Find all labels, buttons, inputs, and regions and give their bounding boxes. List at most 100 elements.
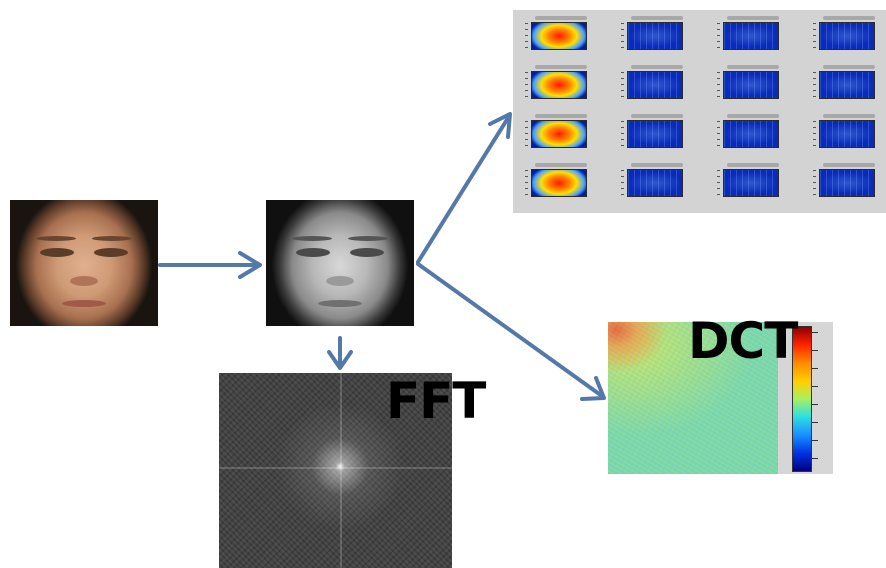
feature-map-cell: [805, 113, 879, 151]
feature-map-title: [823, 16, 875, 20]
feature-map-cell: [613, 64, 687, 102]
feature-map-cell: [709, 113, 783, 151]
feature-map-cell: [613, 162, 687, 200]
arrowhead-gray-to-feature-grid: [488, 112, 512, 139]
fft-noise-texture: [219, 373, 452, 568]
feature-map-cell: [613, 15, 687, 53]
left-eyebrow: [292, 236, 332, 241]
fft-horizontal-axis-line: [219, 466, 452, 469]
feature-map-title: [631, 65, 683, 69]
feature-map-title: [823, 65, 875, 69]
feature-map-cell: [805, 15, 879, 53]
feature-map-cell: [709, 15, 783, 53]
feature-map-axis: [717, 121, 720, 147]
feature-map-axis: [813, 72, 816, 98]
arrowhead-color-to-gray: [238, 251, 262, 279]
feature-map-axis: [717, 72, 720, 98]
colorbar-tick: [812, 350, 818, 351]
feature-map-axis: [813, 23, 816, 49]
arrowhead-gray-to-fft: [327, 350, 353, 370]
dct-label: DCT: [688, 312, 798, 370]
arrowhead-gray-to-dct: [580, 376, 606, 401]
arrow-gray-to-dct: [416, 262, 604, 398]
feature-map-title: [823, 163, 875, 167]
feature-map-title: [631, 114, 683, 118]
feature-map-plot: [531, 22, 587, 50]
dct-colorbar-panel: [778, 322, 833, 474]
feature-map-axis: [525, 121, 528, 147]
feature-map-cell: [613, 113, 687, 151]
right-eyebrow: [348, 236, 388, 241]
feature-map-title: [727, 163, 779, 167]
mouth: [62, 300, 106, 307]
feature-map-title: [727, 16, 779, 20]
grayscale-face-image: [266, 200, 414, 326]
colorbar-tick: [812, 386, 818, 387]
color-face-image: [10, 200, 158, 326]
feature-map-plot: [819, 120, 875, 148]
feature-map-title: [631, 163, 683, 167]
fft-vertical-axis-line: [340, 373, 343, 568]
feature-map-plot: [723, 169, 779, 197]
feature-map-axis: [813, 170, 816, 196]
feature-map-plot: [627, 169, 683, 197]
feature-map-cell: [517, 113, 591, 151]
left-eyebrow: [36, 236, 76, 241]
feature-map-axis: [525, 72, 528, 98]
feature-map-axis: [717, 23, 720, 49]
dct-coefficient-image: [608, 322, 778, 474]
dct-texture: [608, 322, 778, 474]
feature-map-axis: [621, 170, 624, 196]
feature-map-plot: [819, 22, 875, 50]
feature-map-title: [823, 114, 875, 118]
nose: [70, 276, 98, 286]
feature-map-cell: [709, 64, 783, 102]
feature-map-cell: [805, 64, 879, 102]
feature-map-plot: [531, 71, 587, 99]
feature-map-axis: [525, 23, 528, 49]
feature-map-title: [727, 114, 779, 118]
feature-map-axis: [813, 121, 816, 147]
feature-map-plot: [819, 71, 875, 99]
arrow-gray-to-feature-grid: [416, 116, 510, 264]
feature-map-axis: [621, 121, 624, 147]
feature-map-cell: [517, 162, 591, 200]
feature-map-cell: [517, 64, 591, 102]
feature-map-title: [631, 16, 683, 20]
right-eye: [94, 248, 128, 257]
right-eye: [350, 248, 384, 257]
feature-map-cell: [517, 15, 591, 53]
feature-map-title: [535, 114, 587, 118]
feature-map-plot: [819, 169, 875, 197]
left-eye: [296, 248, 330, 257]
feature-map-plot: [531, 120, 587, 148]
feature-map-axis: [621, 72, 624, 98]
colorbar-tick: [812, 422, 818, 423]
nose: [326, 276, 354, 286]
feature-map-cell: [805, 162, 879, 200]
fft-spectrum-image: [219, 373, 452, 568]
feature-map-axis: [525, 170, 528, 196]
colorbar-tick: [812, 440, 818, 441]
feature-map-title: [727, 65, 779, 69]
feature-map-plot: [531, 169, 587, 197]
colorbar-tick: [812, 368, 818, 369]
colorbar-tick: [812, 458, 818, 459]
right-eyebrow: [92, 236, 132, 241]
feature-map-plot: [627, 120, 683, 148]
feature-map-title: [535, 16, 587, 20]
left-eye: [40, 248, 74, 257]
colorbar-tick: [812, 332, 818, 333]
mouth: [318, 300, 362, 307]
feature-map-title: [535, 65, 587, 69]
feature-map-grid: [513, 10, 886, 213]
feature-map-plot: [723, 22, 779, 50]
fft-label: FFT: [386, 372, 486, 430]
feature-map-cell: [709, 162, 783, 200]
feature-map-plot: [723, 120, 779, 148]
feature-map-plot: [627, 71, 683, 99]
colorbar-tick: [812, 404, 818, 405]
feature-map-axis: [621, 23, 624, 49]
feature-map-axis: [717, 170, 720, 196]
